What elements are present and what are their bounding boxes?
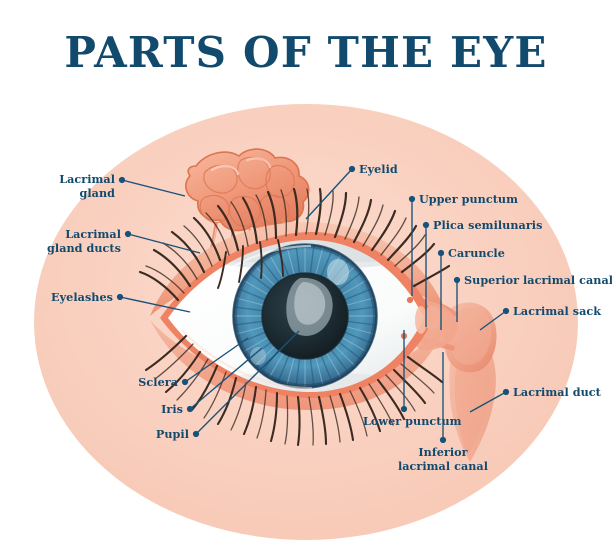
leader-line-lacrimal-gland-ducts bbox=[127, 233, 201, 254]
label-iris: Iris bbox=[161, 402, 183, 416]
leader-line-eyelashes bbox=[119, 296, 191, 313]
label-upper-punctum: Upper punctum bbox=[419, 192, 518, 206]
leader-dot-caruncle bbox=[437, 249, 445, 257]
label-eyelashes: Eyelashes bbox=[51, 290, 113, 304]
label-caruncle: Caruncle bbox=[448, 246, 505, 260]
leader-dot-inferior-lacrimal-canal bbox=[439, 436, 447, 444]
label-lacrimal-duct: Lacrimal duct bbox=[513, 385, 601, 399]
label-lower-punctum: Lower punctum bbox=[363, 414, 462, 428]
leader-dot-sclera bbox=[181, 378, 189, 386]
upper-lid-highlight bbox=[175, 244, 312, 317]
label-lacrimal-gland-ducts: Lacrimal gland ducts bbox=[47, 227, 121, 255]
label-pupil: Pupil bbox=[155, 427, 189, 441]
leader-line-eyelid bbox=[305, 168, 353, 220]
lower-lid-highlight bbox=[181, 329, 313, 389]
leader-dot-eyelid bbox=[348, 165, 356, 173]
leader-line-sclera bbox=[184, 337, 249, 383]
label-sclera: Sclera bbox=[138, 375, 178, 389]
leader-dot-plica-semilunaris bbox=[422, 221, 430, 229]
leader-line-pupil bbox=[195, 330, 300, 435]
leader-dot-eyelashes bbox=[116, 293, 124, 301]
leader-dot-lacrimal-gland-ducts bbox=[124, 230, 132, 238]
leader-dot-lacrimal-gland bbox=[118, 176, 126, 184]
caruncle-shape bbox=[423, 306, 441, 330]
upper-punctum-shape bbox=[406, 296, 414, 304]
label-superior-lacrimal-canal: Superior lacrimal canal bbox=[464, 273, 612, 287]
leader-dot-superior-lacrimal-canal bbox=[453, 276, 461, 284]
leader-dot-lacrimal-duct bbox=[502, 388, 510, 396]
label-lacrimal-sack: Lacrimal sack bbox=[513, 304, 602, 318]
pupil-group bbox=[261, 272, 349, 360]
leader-dot-pupil bbox=[192, 430, 200, 438]
upper-eyelid-shape bbox=[150, 222, 446, 316]
leader-dots-group bbox=[116, 165, 510, 444]
leader-line-lacrimal-gland bbox=[121, 179, 186, 197]
label-plica-semilunaris: Plica semilunaris bbox=[433, 218, 543, 232]
leader-lines-group bbox=[119, 168, 507, 440]
leader-line-iris bbox=[189, 347, 263, 410]
inner-canthus-details bbox=[400, 296, 441, 340]
pupil-highlight bbox=[286, 277, 333, 336]
label-eyelid: Eyelid bbox=[359, 162, 398, 176]
leader-line-lacrimal-sack bbox=[479, 310, 507, 331]
eyelashes-group bbox=[138, 187, 451, 447]
plica-semilunaris-shape bbox=[415, 306, 427, 334]
leader-dot-iris bbox=[186, 405, 194, 413]
label-inferior-lacrimal-canal: Inferior lacrimal canal bbox=[397, 445, 489, 473]
iris-highlight-upper bbox=[327, 259, 349, 285]
leader-dot-lower-punctum bbox=[400, 405, 408, 413]
leader-line-lacrimal-duct bbox=[469, 391, 507, 413]
leader-dot-upper-punctum bbox=[408, 195, 416, 203]
page-title: PARTS OF THE EYE bbox=[64, 28, 548, 77]
label-lacrimal-gland: Lacrimal gland bbox=[59, 172, 115, 200]
iris-highlight-lower bbox=[250, 347, 266, 365]
leader-dot-lacrimal-sack bbox=[502, 307, 510, 315]
